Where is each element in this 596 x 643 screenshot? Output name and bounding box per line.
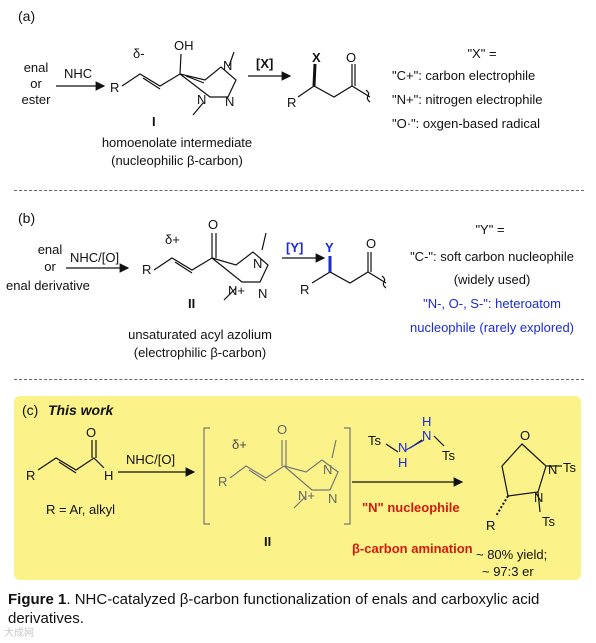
panel-b-def-2: (widely used) (453, 272, 531, 287)
panel-c-bracket-r: R (218, 474, 228, 489)
panel-a-ring (179, 66, 237, 98)
panel-a-def-3: "O·": oxgen-based radical (392, 116, 540, 131)
panel-c-delta: δ+ (232, 437, 247, 452)
panel-b-def-3: "N-, O-, S-": heteroatom (423, 296, 561, 311)
panel-a-x-reagent: [X] (256, 56, 274, 71)
panel-a-oh: OH (174, 38, 194, 53)
panel-c-reagent: NHC/[O] (126, 452, 176, 467)
panel-b-o: O (208, 217, 219, 232)
hydrazine-h-right: H (422, 414, 432, 429)
panel-b-product-chain (311, 271, 387, 284)
panel-a-compound-label: I (152, 114, 156, 129)
panel-b-reagent: NHC/[O] (70, 250, 120, 265)
panel-c-title: This work (48, 402, 114, 418)
panel-a-product-r: R (287, 95, 297, 110)
panel-b-n-ring: N (258, 286, 268, 301)
panel-b-delta: δ+ (165, 232, 180, 247)
panel-c-r-note: R = Ar, alkyl (46, 502, 115, 517)
hydrazine-h-left: H (398, 455, 408, 470)
panel-a-product-chain (297, 85, 371, 98)
hydrazine-n-right: N (422, 428, 432, 443)
panel-a-label: (a) (18, 8, 36, 24)
caption-text: . NHC-catalyzed β-carbon functionalizati… (8, 591, 540, 627)
panel-a-reactant-2: or (30, 76, 42, 91)
panel-a-desc-line1: homoenolate intermediate (101, 135, 253, 150)
panel-a-desc-line2: (nucleophilic β-carbon) (111, 153, 243, 168)
panel-b-r-atom: R (142, 262, 152, 277)
panel-c-compound-label: II (264, 534, 272, 549)
panel-c-label: (c) (22, 402, 39, 418)
amination-label: β-carbon amination (352, 541, 473, 556)
watermark: 大成网 (4, 628, 34, 639)
panel-c-bracket-left (203, 427, 210, 525)
divider-a-b (14, 190, 584, 191)
panel-b-chain (153, 257, 213, 271)
divider-b-c (14, 379, 584, 380)
product-r: R (486, 518, 496, 533)
panel-a-wavy (365, 89, 371, 103)
panel-b-y-substituent: Y (325, 240, 334, 255)
panel-b-label: (b) (18, 210, 36, 226)
panel-c-bracket-right (344, 427, 351, 525)
panel-c-r-atom: R (26, 468, 36, 483)
panel-b-wavy (381, 275, 387, 289)
panel-a-delta: δ- (133, 46, 145, 61)
panel-c-bracket-n-top: N (323, 462, 333, 477)
product-ring (501, 443, 547, 497)
product-ts-1: Ts (563, 460, 576, 475)
panel-a-r-atom: R (110, 80, 120, 95)
n-nucleophile-label: "N" nucleophile (362, 500, 460, 515)
panel-b-y-reagent: [Y] (286, 240, 304, 255)
panel-b-desc-line2: (electrophilic β-carbon) (133, 345, 267, 360)
panel-b-def-title: "Y" = (475, 222, 505, 237)
hydrazine-ts-right: Ts (442, 448, 455, 463)
panel-c-h-atom: H (104, 468, 114, 483)
panel-b-product-o: O (366, 236, 377, 251)
panel-b-n-top: N (253, 256, 263, 271)
panel-b-desc-line1: unsaturated acyl azolium (128, 327, 272, 342)
panel-b-reactant-2: or (44, 259, 56, 274)
hydrazine-n-left: N (398, 440, 408, 455)
panel-a-n-top: N (223, 58, 233, 73)
panel-b-reactant-1: enal (37, 242, 63, 257)
hydrazine-ts-left: Ts (368, 433, 381, 448)
figure-caption: Figure 1. NHC-catalyzed β-carbon functio… (8, 590, 593, 628)
panel-a-def-1: "C+": carbon electrophile (392, 68, 536, 83)
panel-b-def-4: nucleophile (rarely explored) (409, 320, 575, 335)
panel-b-n-plus: N+ (228, 283, 245, 298)
yield-line1: ~ 80% yield; (476, 547, 548, 562)
panel-b-product-r: R (300, 282, 310, 297)
product-o: O (520, 428, 531, 443)
panel-a-n-bottom: N (197, 92, 207, 107)
panel-c-o-atom: O (86, 425, 97, 440)
panel-b-def-1: "C-": soft carbon nucleophile (410, 249, 574, 264)
panel-a-reagent: NHC (64, 66, 93, 81)
product-n1: N (548, 462, 558, 477)
panel-c-background (14, 396, 581, 580)
panel-a-n-ring: N (225, 94, 235, 109)
caption-bold: Figure 1 (8, 591, 67, 608)
panel-a-def-2: "N+": nitrogen electrophile (392, 92, 543, 107)
panel-b-ring (211, 251, 269, 283)
yield-line2: ~ 97:3 er (482, 564, 534, 579)
panel-a-x-substituent: X (312, 50, 321, 65)
panel-c-bracket-n-ring: N (328, 491, 338, 506)
panel-a-chain (121, 73, 181, 87)
panel-a-def-title: "X" = (467, 46, 497, 61)
panel-b-reactant-3: enal derivative (6, 278, 90, 293)
product-ts-2: Ts (542, 514, 555, 529)
panel-a-reactant-3: ester (21, 92, 51, 107)
panel-a-reactant-1: enal (23, 60, 49, 75)
panel-c-bracket-o: O (277, 422, 288, 437)
panel-c-enal (37, 457, 105, 471)
panel-a-product-o: O (346, 50, 357, 65)
panel-b-compound-label: II (188, 296, 196, 311)
